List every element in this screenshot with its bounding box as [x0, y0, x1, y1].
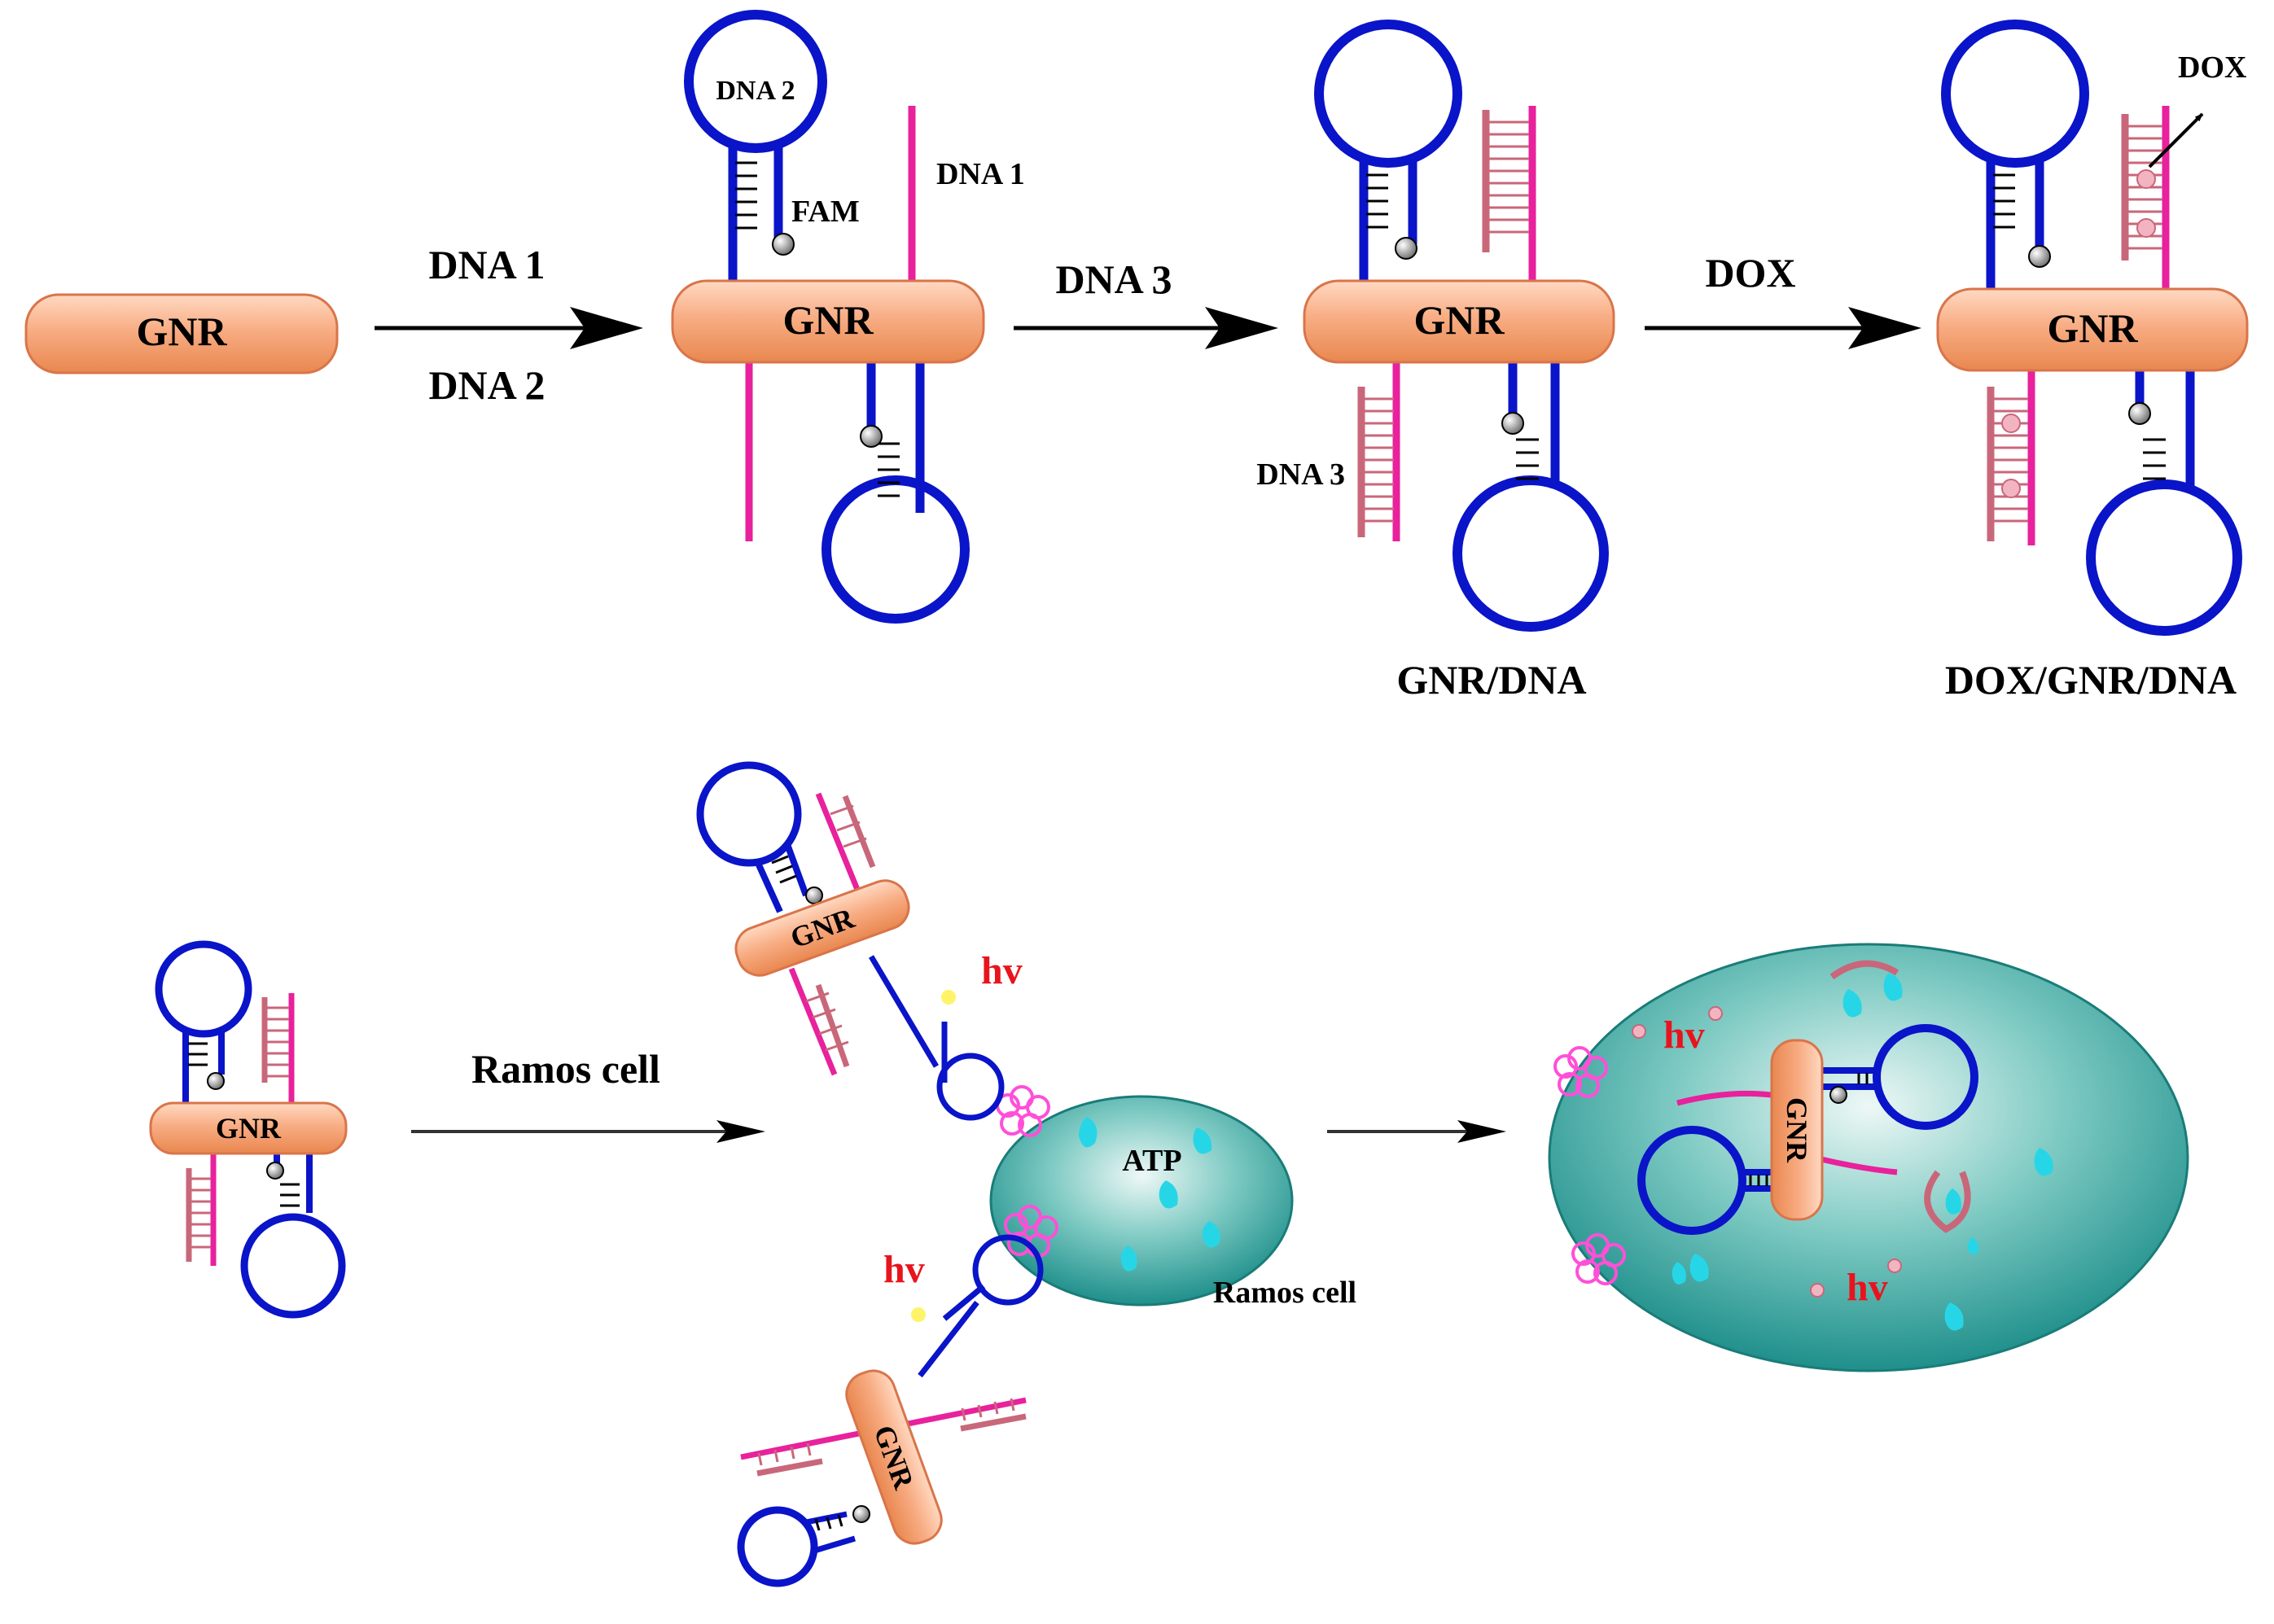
hv-label-upper: hv [981, 949, 1023, 992]
arrow-1-label-dna1: DNA 1 [428, 242, 545, 287]
gnr-label: GNR [1413, 297, 1505, 343]
gnr-with-dna1-dna2: GNR DNA 2 FAM DNA 1 [671, 10, 1025, 624]
arrow-3-label-dox: DOX [1705, 250, 1795, 295]
gnr-label: GNR [2047, 305, 2138, 351]
fam-label: FAM [791, 195, 860, 229]
gnr-label: GNR [136, 309, 227, 354]
hv-label-cell-lower: hv [1847, 1266, 1888, 1309]
hv-label-cell-upper: hv [1663, 1013, 1705, 1057]
dna2-label: DNA 2 [716, 76, 795, 106]
atp-label: ATP [1122, 1144, 1181, 1178]
arrow-step-3: DOX [1645, 250, 1921, 349]
upper-bound-complex: GNR hv [696, 761, 1023, 1121]
dox-release-label: DOX [2178, 50, 2246, 85]
gnr-dna-complex: GNR DNA 3 GNR/DNA [1256, 20, 1615, 703]
arrow-2-label-dna3: DNA 3 [1055, 256, 1172, 302]
small-dox-gnr-dna: GNR [149, 940, 348, 1319]
gnr-label: GNR [216, 1112, 282, 1145]
arrow-ramos-label: Ramos cell [471, 1046, 660, 1092]
ramos-cell-label: Ramos cell [1213, 1276, 1356, 1310]
gnr-dna-caption: GNR/DNA [1396, 657, 1586, 703]
gnr-label: GNR [1781, 1097, 1813, 1163]
hv-label-lower: hv [883, 1248, 925, 1291]
gnr-label: GNR [782, 297, 874, 343]
receptor-flower-membrane-2 [1571, 1233, 1626, 1285]
receptor-flower-upper [996, 1085, 1050, 1137]
dna1-label: DNA 1 [936, 157, 1025, 191]
lower-bound-complex: hv GNR [737, 1234, 1044, 1587]
arrow-1-label-dna2: DNA 2 [428, 362, 545, 408]
dna3-label: DNA 3 [1256, 457, 1345, 492]
arrow-step-1: DNA 1 DNA 2 [375, 242, 643, 408]
gnr-bare: GNR [24, 293, 339, 374]
arrow-internalization [1327, 1120, 1506, 1143]
ramos-cell-binding: ATP Ramos cell GNR [696, 761, 1356, 1587]
arrow-step-2: DNA 3 [1014, 256, 1278, 349]
arrow-ramos-cell: Ramos cell [411, 1046, 765, 1143]
receptor-flower-membrane-1 [1553, 1046, 1608, 1098]
internalized-cell: hv hv GNR [1548, 943, 2189, 1372]
dox-gnr-dna-caption: DOX/GNR/DNA [1945, 657, 2237, 703]
dox-gnr-dna-complex: DOX GNR DOX/GNR/DNA [1936, 20, 2249, 703]
